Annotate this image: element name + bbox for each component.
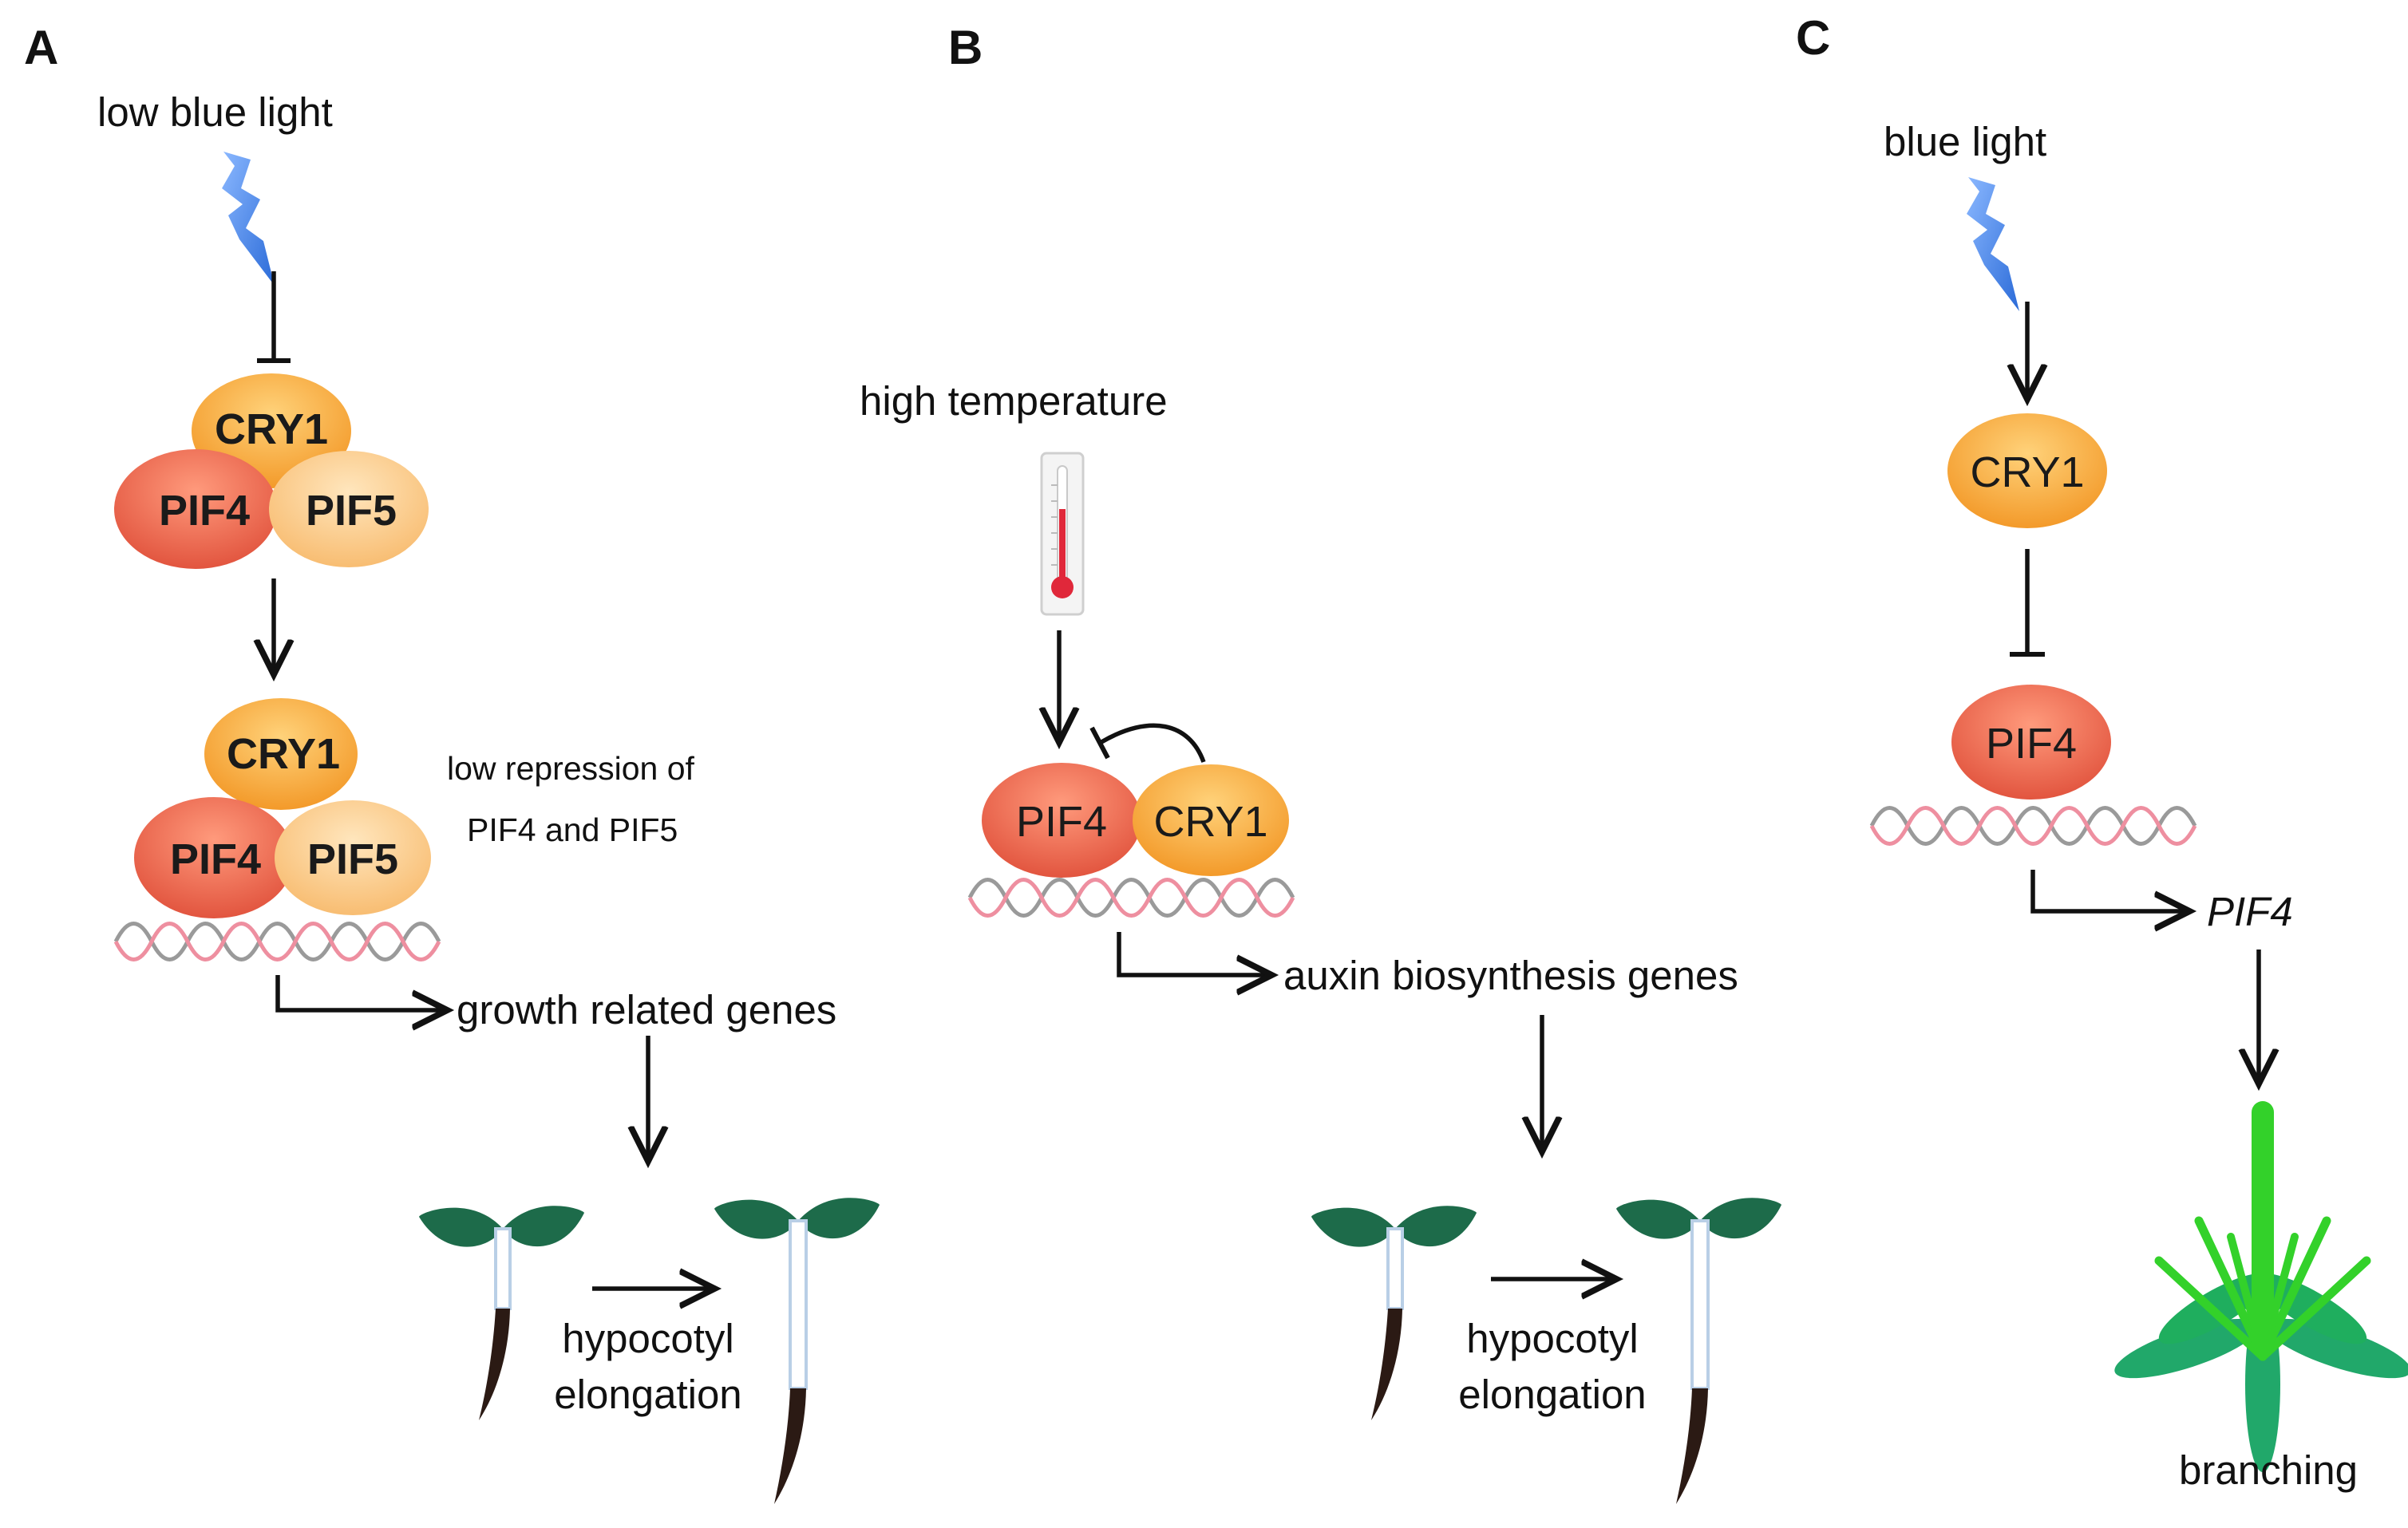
pif5-label: PIF5 [307, 835, 398, 883]
target-genes-label-a: growth related genes [457, 987, 836, 1032]
pif4-protein [1951, 685, 2111, 800]
outcome-line-1-a: hypocotyl [562, 1316, 733, 1361]
protein-complex-top-a: CRY1 PIF4 PIF5 [114, 373, 429, 569]
transcription-arrow-b [1117, 932, 1267, 975]
pif4-label: PIF4 [159, 487, 250, 535]
cry1-label: CRY1 [227, 730, 340, 778]
pif5-protein [275, 800, 431, 915]
cry1-protein: CRY1 [1947, 413, 2107, 528]
cry1-label: CRY1 [1970, 448, 2084, 496]
stimulus-label-c: blue light [1884, 119, 2046, 164]
cry1-label: CRY1 [215, 405, 328, 453]
pif5-label: PIF5 [306, 487, 397, 535]
pif4-dna-complex: PIF4 [1872, 685, 2195, 844]
panel-a: A low blue light CRY1 PIF4 PIF5 CRY1 [24, 21, 880, 1504]
inhibition-arrow-c [2010, 549, 2045, 657]
pif4-label: PIF4 [170, 835, 261, 883]
panel-b: B high temperature PIF4 CRY1 [860, 21, 1781, 1504]
inhibition-arrow-b [1089, 723, 1206, 763]
seedling-icon [419, 1206, 584, 1420]
thermometer-icon [1040, 452, 1085, 616]
pif4-protein [114, 449, 277, 569]
lightning-icon [222, 152, 275, 286]
target-genes-label-b: auxin biosynthesis genes [1283, 953, 1738, 998]
panel-letter-b: B [948, 21, 983, 74]
pif5-protein [269, 451, 429, 567]
lightning-icon [1967, 177, 2019, 311]
pif4-label: PIF4 [1986, 720, 2077, 768]
target-gene-label-c: PIF4 [2207, 889, 2293, 934]
outcome-line-2-a: elongation [554, 1372, 741, 1417]
inhibition-arrow-a [257, 271, 291, 363]
note-line-1: low repression of [447, 750, 695, 787]
seedling-icon [1616, 1198, 1781, 1504]
transcription-arrow-c [2030, 870, 2185, 911]
pif4-protein [982, 763, 1141, 878]
protein-complex-bound-a: CRY1 PIF4 PIF5 [116, 698, 439, 960]
outcome-line-1-b: hypocotyl [1466, 1316, 1638, 1361]
transcription-arrow-a [275, 975, 443, 1010]
pif4-protein [134, 797, 294, 918]
panel-letter-c: C [1796, 11, 1830, 65]
protein-complex-b: PIF4 CRY1 [970, 763, 1293, 916]
seedling-icon [1311, 1206, 1477, 1420]
branching-plant-icon [2114, 1101, 2408, 1472]
cry1-label: CRY1 [1153, 798, 1267, 846]
seedling-icon [714, 1198, 880, 1504]
panel-c: C blue light CRY1 PIF4 PIF4 [1796, 11, 2408, 1493]
cry1-protein [204, 698, 358, 810]
pif4-label: PIF4 [1016, 798, 1107, 846]
outcome-line-2-b: elongation [1458, 1372, 1646, 1417]
stimulus-label-b: high temperature [860, 378, 1168, 424]
note-line-2: PIF4 and PIF5 [467, 811, 678, 848]
stimulus-label-a: low blue light [97, 89, 333, 135]
outcome-label-c: branching [2179, 1447, 2358, 1493]
panel-letter-a: A [24, 21, 58, 74]
cry1-protein [1133, 764, 1289, 876]
